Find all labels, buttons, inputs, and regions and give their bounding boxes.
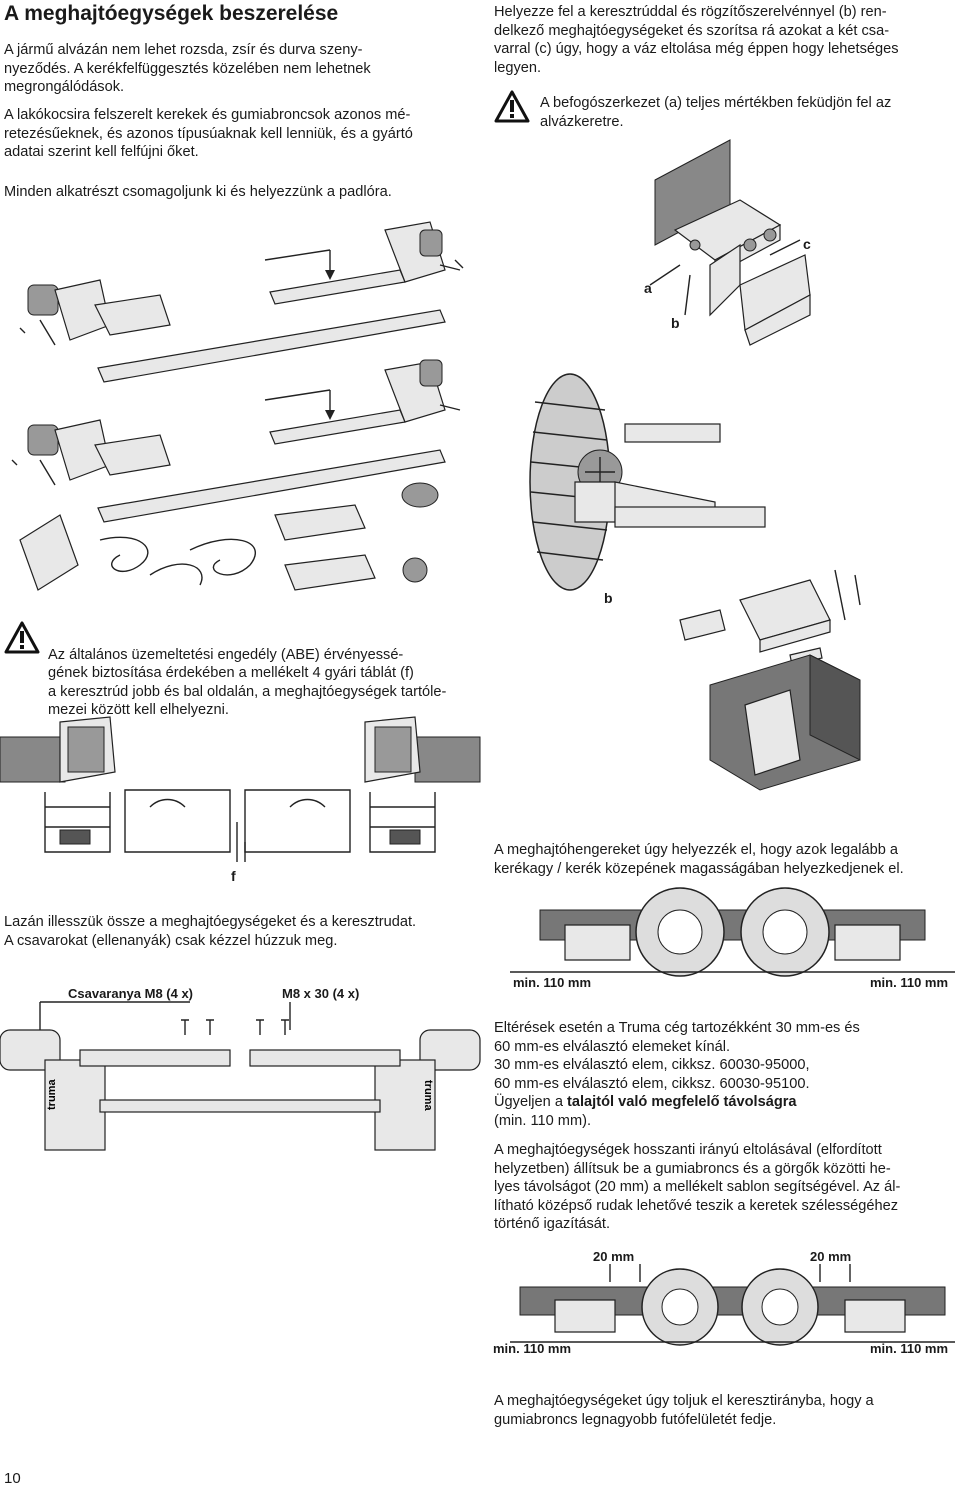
crossbar-assembly-illustration: truma truma <box>0 1001 481 1151</box>
drive-unit-lower-left-illustration <box>11 419 171 486</box>
manual-booklet-illustration <box>19 514 79 591</box>
label-bolt: M8 x 30 (4 x) <box>282 986 360 1001</box>
drive-unit-upper-right-illustration <box>384 221 464 283</box>
clamp-plates-illustration <box>0 716 481 862</box>
page-title: A meghajtóegységek beszerelése <box>4 2 339 25</box>
paragraph-spacers: Eltérések esetén a Truma cég tartozékkén… <box>494 1019 959 1130</box>
warning-frame-text: A befogószerkezet (a) teljes mértékben f… <box>540 95 892 130</box>
label-min-left-1: min. 110 mm <box>513 975 592 990</box>
paragraph-lateral: A meghajtóegységeket úgy toljuk el keres… <box>494 1393 874 1428</box>
label-dist-right: 20 mm <box>810 1249 852 1264</box>
label-a: a <box>644 280 652 296</box>
ground-clearance-emphasis: talajtól való megfelelő távolságra <box>567 1094 797 1110</box>
paragraph-assemble: Lazán illesszük össze a meghajtóegységek… <box>4 914 417 949</box>
warning-abe-text: Az általános üzemeltetési engedély (ABE)… <box>4 627 478 738</box>
warning-icon <box>494 90 530 123</box>
label-b2: b <box>604 590 613 606</box>
parts-layout-illustration <box>11 221 464 591</box>
twin-wheel-min-illustration <box>510 887 955 977</box>
spacers-text-end: (min. 110 mm). <box>494 1112 592 1129</box>
paragraph-chassis: A jármű alvázán nem lehet rozsda, zsír é… <box>4 42 371 95</box>
battery-pack-upper-illustration <box>274 504 366 541</box>
label-min-right-2: min. 110 mm <box>870 1341 949 1356</box>
connector-illustration <box>402 557 428 583</box>
label-dist-left: 20 mm <box>593 1249 635 1264</box>
label-f: f <box>231 868 236 884</box>
label-c: c <box>803 236 811 252</box>
label-min-right-1: min. 110 mm <box>870 975 949 990</box>
paragraph-rollers-height: A meghajtóhengereket úgy helyezzék el, h… <box>494 842 904 877</box>
crossbar-upper-illustration <box>97 249 446 383</box>
clamp-frame-illustration <box>649 139 811 346</box>
paragraph-longitudinal: A meghajtóegységek hosszanti irányú elto… <box>494 1142 901 1232</box>
label-min-left-2: min. 110 mm <box>493 1341 572 1356</box>
fixing-set-illustration <box>679 569 861 791</box>
paragraph-mount: Helyezze fel a keresztrúddal és rögzítős… <box>494 4 899 76</box>
warning-icon <box>4 621 40 654</box>
paragraph-unpack: Minden alkatrészt csomagoljunk ki és hel… <box>4 184 392 200</box>
battery-pack-lower-illustration <box>284 554 376 591</box>
page-number: 10 <box>4 1470 21 1487</box>
drive-unit-upper-left-illustration <box>19 279 171 346</box>
brand-right: truma <box>422 1080 434 1111</box>
drive-unit-lower-right-illustration <box>384 359 461 423</box>
brand-left: truma <box>46 1079 58 1110</box>
paragraph-tyres: A lakókocsira felszerelt kerekek és gumi… <box>4 107 413 160</box>
warning-abe-body: Az általános üzemeltetési engedély (ABE)… <box>48 646 447 719</box>
label-nut: Csavaranya M8 (4 x) <box>68 986 194 1001</box>
cable-illustration <box>99 536 203 586</box>
spacers-text: Eltérések esetén a Truma cég tartozékkén… <box>494 1020 860 1110</box>
remote-control-illustration <box>401 482 439 508</box>
label-b: b <box>671 315 680 331</box>
twin-wheel-distance-illustration <box>510 1264 955 1346</box>
wheel-drive-illustration <box>529 373 766 591</box>
cable-loop-illustration <box>189 538 257 576</box>
